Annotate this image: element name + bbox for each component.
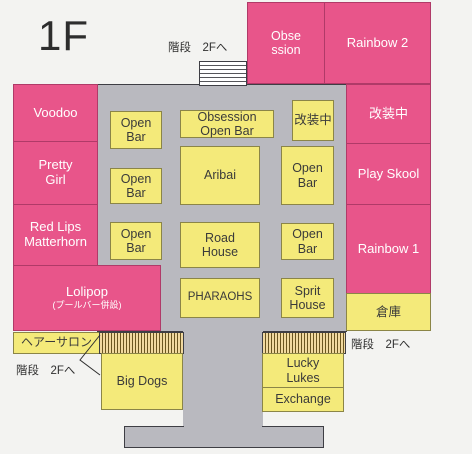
road-house[interactable]: Road House	[180, 222, 260, 268]
stairs-top[interactable]	[199, 61, 247, 86]
obsession-open-bar[interactable]: Obsession Open Bar	[180, 110, 274, 138]
lolipop-label: Lolipop	[66, 284, 108, 300]
shop-pretty-girl[interactable]: Pretty Girl	[13, 141, 98, 205]
south-corridor	[183, 330, 263, 430]
kaisou-inner[interactable]: 改装中	[292, 100, 334, 141]
shop-play-skool[interactable]: Play Skool	[346, 143, 431, 205]
shop-obsession[interactable]: Obse ssion	[247, 2, 325, 84]
shop-red-lips-matterhorn[interactable]: Red Lips Matterhorn	[13, 204, 98, 266]
open-bar-1[interactable]: Open Bar	[110, 111, 162, 149]
shop-rainbow-1[interactable]: Rainbow 1	[346, 204, 431, 294]
floor-title: 1F	[38, 12, 90, 59]
big-dogs[interactable]: Big Dogs	[101, 353, 183, 410]
shop-voodoo[interactable]: Voodoo	[13, 84, 98, 142]
south-corridor-cover	[184, 424, 262, 429]
exchange[interactable]: Exchange	[262, 387, 344, 412]
open-bar-5[interactable]: Open Bar	[281, 223, 334, 260]
shop-lolipop[interactable]: Lolipop (プールバー併設)	[13, 265, 161, 331]
stairs-left-arrow	[79, 334, 101, 376]
south-entrance	[124, 426, 324, 448]
shop-kaisou-right[interactable]: 改装中	[346, 84, 431, 144]
lolipop-sub-label: (プールバー併設)	[52, 300, 122, 311]
hair-salon[interactable]: ヘアーサロン	[13, 332, 100, 354]
aribai[interactable]: Aribai	[180, 146, 260, 205]
storage-souko[interactable]: 倉庫	[346, 293, 431, 331]
sprit-house[interactable]: Sprit House	[281, 278, 334, 318]
open-bar-3[interactable]: Open Bar	[110, 168, 162, 204]
stairs-left[interactable]	[99, 332, 184, 354]
pharaohs[interactable]: PHARAOHS	[180, 278, 260, 318]
lucky-lukes[interactable]: Lucky Lukes	[262, 353, 344, 388]
stairs-top-note: 階段 2Fへ	[168, 42, 228, 54]
shop-rainbow-2[interactable]: Rainbow 2	[324, 2, 431, 84]
stairs-left-note: 階段 2Fへ	[16, 365, 76, 377]
stairs-right-note: 階段 2Fへ	[351, 339, 411, 351]
open-bar-2[interactable]: Open Bar	[281, 146, 334, 205]
open-bar-4[interactable]: Open Bar	[110, 222, 162, 260]
stairs-right[interactable]	[262, 332, 346, 354]
